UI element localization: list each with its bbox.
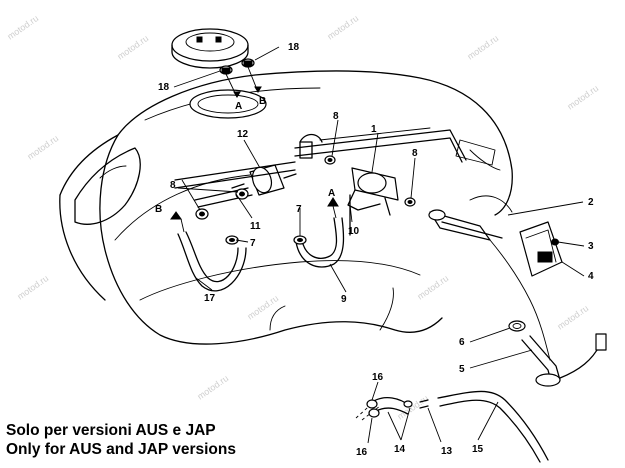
clamp-18-right xyxy=(241,58,255,68)
callout-numbers: 18 18 1 8 8 8 12 11 7 7 9 17 10 2 3 4 6 … xyxy=(158,42,594,458)
callout-7-center: 7 xyxy=(296,204,302,215)
arrow-a-hose xyxy=(327,197,339,207)
clamp-8-top xyxy=(324,155,336,165)
callout-8-right: 8 xyxy=(412,148,418,159)
callout-16-bottom: 16 xyxy=(356,447,368,458)
callout-13: 13 xyxy=(441,446,453,457)
caption-italian: Solo per versioni AUS e JAP xyxy=(6,422,216,439)
callout-10: 10 xyxy=(348,226,360,237)
callout-5: 5 xyxy=(459,364,465,375)
clamp-8-right xyxy=(404,197,416,207)
port-label-a-hose: A xyxy=(328,188,335,199)
callout-6: 6 xyxy=(459,337,465,348)
callout-11: 11 xyxy=(250,221,261,232)
callout-4: 4 xyxy=(588,271,594,282)
watermark: motod.ru xyxy=(5,13,40,42)
port-label-a-top: A xyxy=(235,101,242,112)
callout-7-left: 7 xyxy=(250,238,256,249)
port-label-b-top: B xyxy=(259,96,266,107)
arrow-b-top xyxy=(254,86,262,93)
port-label-b-hose: B xyxy=(155,204,162,215)
drain-pipe xyxy=(521,333,607,387)
flange-plate xyxy=(519,221,563,277)
hose-9 xyxy=(295,217,345,268)
watermark: motod.ru xyxy=(555,303,590,332)
clamp-18-left xyxy=(219,65,233,75)
watermark: motod.ru xyxy=(325,13,360,42)
callout-2: 2 xyxy=(588,197,594,208)
callout-18-left: 18 xyxy=(158,82,170,93)
callout-17: 17 xyxy=(204,293,216,304)
watermark: motod.ru xyxy=(195,373,230,402)
breather-pipe-assembly xyxy=(294,127,467,163)
clamp-7-center xyxy=(293,235,307,245)
optional-aus-jap-parts xyxy=(355,390,549,463)
callout-16-top: 16 xyxy=(372,372,384,383)
watermark: motod.ru xyxy=(415,273,450,302)
filler-neck-opening xyxy=(189,89,267,119)
fuel-pump-bracket xyxy=(347,167,399,236)
watermark: motod.ru xyxy=(245,293,280,322)
fuel-pump-unit xyxy=(428,195,551,361)
watermark: motod.ru xyxy=(565,83,600,112)
fuel-tank-body xyxy=(59,70,513,345)
callout-1: 1 xyxy=(371,124,377,135)
callout-12: 12 xyxy=(237,129,249,140)
callout-8-left: 8 xyxy=(170,180,176,191)
callout-15: 15 xyxy=(472,444,484,455)
callout-14: 14 xyxy=(394,444,406,455)
watermark: motod.ru xyxy=(15,273,50,302)
watermark: motod.ru xyxy=(115,33,150,62)
leader-lines xyxy=(173,46,585,444)
callout-3: 3 xyxy=(588,241,594,252)
watermark-layer: motod.ru motod.ru motod.ru motod.ru moto… xyxy=(5,13,600,422)
clamp-8-center xyxy=(235,188,249,200)
arrow-b-hose xyxy=(170,211,182,220)
callout-18-top: 18 xyxy=(288,42,300,53)
arrow-a-top xyxy=(233,91,241,98)
seal-ring xyxy=(508,320,526,332)
callout-9: 9 xyxy=(341,294,347,305)
watermark: motod.ru xyxy=(465,33,500,62)
filler-cap xyxy=(171,28,249,69)
clamp-8-left xyxy=(195,208,209,220)
hose-17 xyxy=(177,231,247,292)
callout-8-top: 8 xyxy=(333,111,339,122)
caption-english: Only for AUS and JAP versions xyxy=(6,441,236,458)
watermark: motod.ru xyxy=(25,133,60,162)
screw-3 xyxy=(551,238,559,246)
